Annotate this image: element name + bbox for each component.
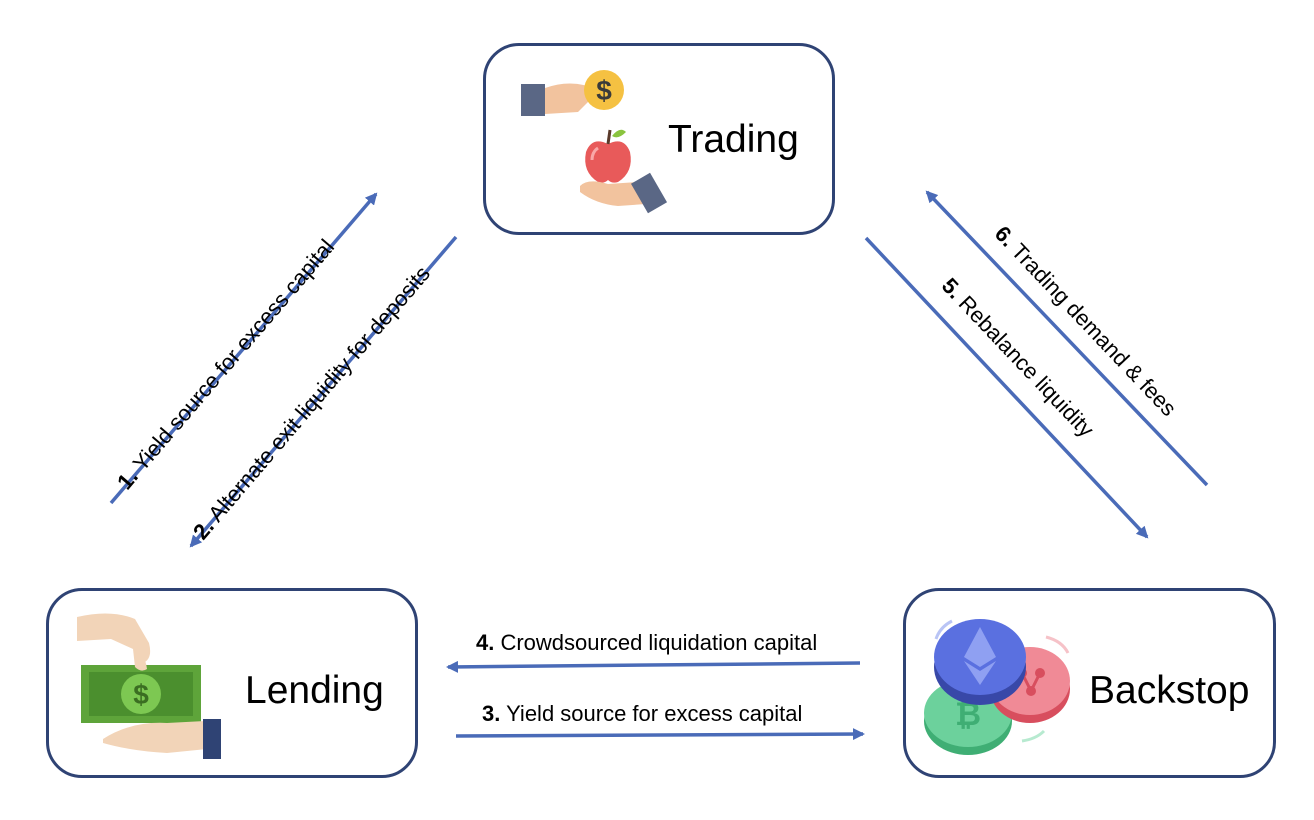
arrow-e5	[864, 236, 1149, 539]
lending-label: Lending	[245, 669, 384, 712]
trading-node: $ Trading	[483, 43, 835, 235]
arrow-e2	[189, 235, 458, 548]
edge-label-4: 4. Crowdsourced liquidation capital	[476, 630, 818, 655]
hand-coin-apple-icon: $	[521, 70, 668, 214]
arrow-e3	[455, 728, 865, 741]
trading-label: Trading	[668, 118, 799, 161]
arrow-e4	[446, 660, 861, 673]
svg-text:$: $	[133, 679, 149, 710]
crypto-coins-icon: ₿	[924, 619, 1070, 755]
backstop-node: ₿ Backstop	[903, 588, 1276, 778]
hand-banknote-icon: $	[77, 613, 221, 759]
svg-text:$: $	[596, 75, 612, 106]
arrow-e1	[109, 192, 378, 505]
edge-label-3: 3. Yield source for excess capital	[482, 701, 803, 726]
lending-node: $ Lending	[46, 588, 418, 778]
arrow-e6	[925, 190, 1209, 487]
backstop-label: Backstop	[1089, 669, 1250, 712]
